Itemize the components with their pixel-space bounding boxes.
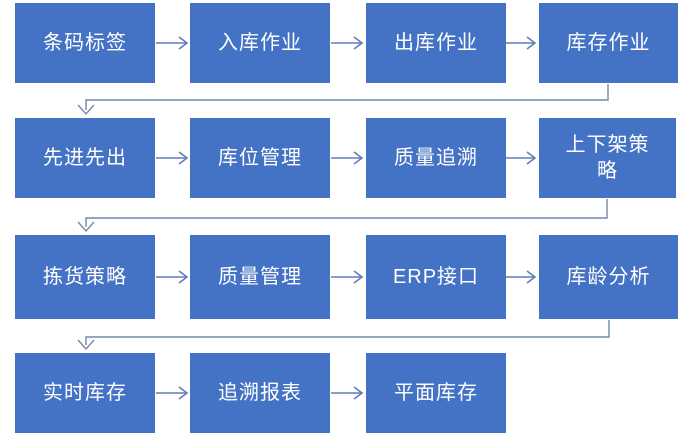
arrow-right-icon bbox=[506, 36, 537, 50]
elbow-connector-row1-row2 bbox=[77, 84, 609, 116]
box-label: 上下架策略 bbox=[565, 134, 650, 182]
box-label: 条码标签 bbox=[43, 32, 127, 54]
box-flat-inventory: 平面库存 bbox=[366, 353, 506, 433]
box-label: 先进先出 bbox=[43, 147, 127, 169]
arrow-right-icon bbox=[331, 36, 364, 50]
box-label: 出库作业 bbox=[394, 32, 478, 54]
elbow-connector-row3-row4 bbox=[77, 320, 610, 351]
box-label: 追溯报表 bbox=[218, 382, 302, 404]
elbow-connector-row2-row3 bbox=[77, 199, 608, 233]
box-label: 平面库存 bbox=[394, 382, 478, 404]
box-shelving-strategy: 上下架策略 bbox=[539, 118, 676, 198]
box-inbound-operations: 入库作业 bbox=[190, 3, 330, 83]
arrow-right-icon bbox=[156, 151, 189, 165]
arrow-right-icon bbox=[156, 270, 189, 284]
box-stock-age-analysis: 库龄分析 bbox=[539, 235, 678, 319]
box-picking-strategy: 拣货策略 bbox=[15, 235, 155, 319]
box-tracing-report: 追溯报表 bbox=[190, 353, 330, 433]
box-realtime-inventory: 实时库存 bbox=[15, 353, 155, 433]
box-inventory-operations: 库存作业 bbox=[539, 3, 678, 83]
box-label: 质量管理 bbox=[218, 266, 302, 288]
box-location-management: 库位管理 bbox=[190, 118, 330, 198]
box-label: 质量追溯 bbox=[394, 147, 478, 169]
arrow-right-icon bbox=[506, 151, 537, 165]
box-label: 拣货策略 bbox=[43, 266, 127, 288]
box-fifo: 先进先出 bbox=[15, 118, 155, 198]
box-label: 库位管理 bbox=[218, 147, 302, 169]
arrow-right-icon bbox=[331, 270, 364, 284]
box-label: 入库作业 bbox=[218, 32, 302, 54]
box-barcode-label: 条码标签 bbox=[15, 3, 155, 83]
box-label: 库存作业 bbox=[566, 32, 651, 54]
box-erp-interface: ERP接口 bbox=[366, 235, 506, 319]
arrow-right-icon bbox=[156, 386, 189, 400]
arrow-right-icon bbox=[331, 386, 364, 400]
box-label: 实时库存 bbox=[43, 382, 127, 404]
arrow-right-icon bbox=[156, 36, 189, 50]
box-quality-management: 质量管理 bbox=[190, 235, 330, 319]
box-outbound-operations: 出库作业 bbox=[366, 3, 506, 83]
box-label: ERP接口 bbox=[392, 266, 480, 288]
box-quality-tracing: 质量追溯 bbox=[366, 118, 506, 198]
box-label: 库龄分析 bbox=[566, 266, 651, 288]
arrow-right-icon bbox=[506, 270, 537, 284]
arrow-right-icon bbox=[331, 151, 364, 165]
